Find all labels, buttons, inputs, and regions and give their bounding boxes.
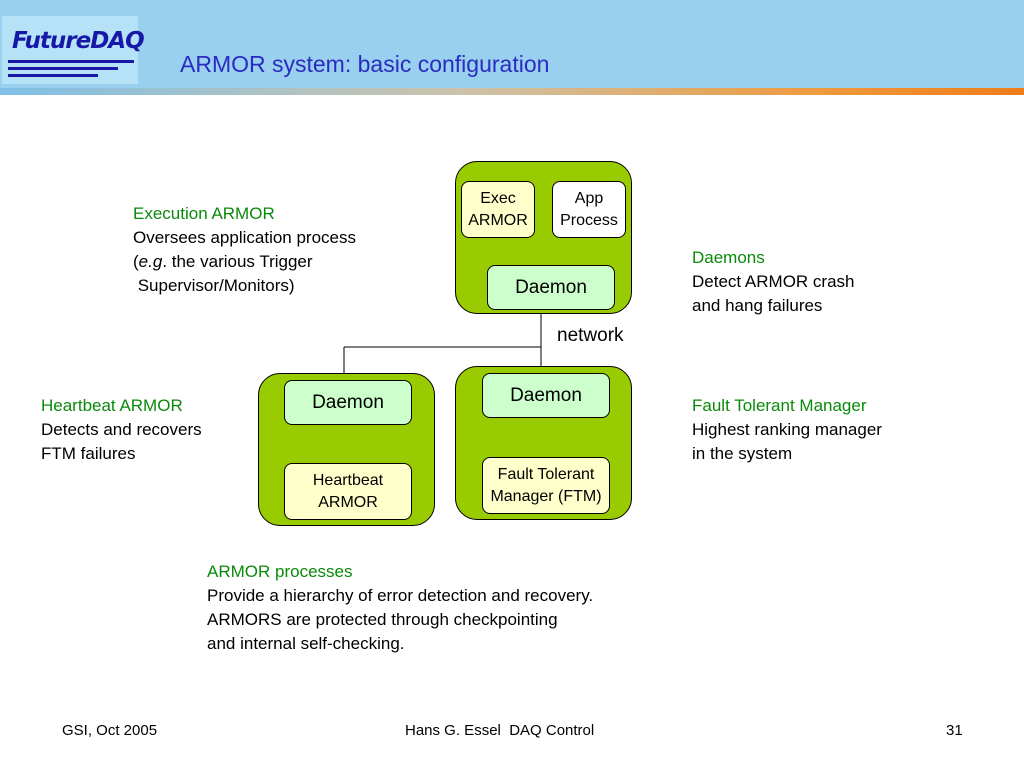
ftm-line1: Fault Tolerant bbox=[497, 465, 595, 483]
logo-underline bbox=[8, 60, 134, 63]
heartbeat-armor-note: Heartbeat ARMOR Detects and recovers FTM… bbox=[41, 394, 202, 466]
armor-processes-line1: Provide a hierarchy of error detection a… bbox=[207, 586, 594, 605]
top-daemon-label: Daemon bbox=[515, 276, 587, 298]
slide-header: FutureDAQ ARMOR system: basic configurat… bbox=[0, 0, 1024, 88]
execution-armor-note: Execution ARMOR Oversees application pro… bbox=[133, 202, 356, 298]
execution-armor-eg: e.g bbox=[138, 252, 163, 271]
execution-armor-line2: (e.g. the various Trigger bbox=[133, 252, 313, 271]
daemons-line1: Detect ARMOR crash bbox=[692, 272, 855, 291]
app-process-line1: App bbox=[574, 189, 604, 207]
armor-processes-line3: and internal self-checking. bbox=[207, 634, 405, 653]
daemons-note: Daemons Detect ARMOR crash and hang fail… bbox=[692, 246, 855, 318]
heartbeat-armor-heading: Heartbeat ARMOR bbox=[41, 396, 183, 415]
left-daemon-label: Daemon bbox=[312, 391, 384, 413]
heartbeat-armor-line1: Heartbeat bbox=[312, 471, 384, 489]
top-daemon-box: Daemon bbox=[487, 265, 615, 310]
logo-text: FutureDAQ bbox=[12, 28, 145, 54]
network-label: network bbox=[557, 325, 624, 346]
daemons-heading: Daemons bbox=[692, 248, 765, 267]
futuredaq-logo: FutureDAQ bbox=[2, 16, 145, 84]
ftm-line2: Manager (FTM) bbox=[490, 487, 602, 505]
armor-processes-line2: ARMORS are protected through checkpointi… bbox=[207, 610, 558, 629]
footer-page-number: 31 bbox=[946, 722, 963, 739]
footer-date: GSI, Oct 2005 bbox=[62, 722, 158, 739]
app-process-line2: Process bbox=[560, 211, 618, 229]
ftm-heading: Fault Tolerant Manager bbox=[692, 396, 867, 415]
execution-armor-heading: Execution ARMOR bbox=[133, 204, 275, 223]
right-daemon-label: Daemon bbox=[510, 384, 582, 406]
execution-armor-line1: Oversees application process bbox=[133, 228, 357, 247]
ftm-note: Fault Tolerant Manager Highest ranking m… bbox=[692, 394, 882, 466]
armor-processes-note: ARMOR processes Provide a hierarchy of e… bbox=[207, 560, 593, 656]
logo-underline bbox=[8, 74, 98, 77]
exec-armor-box: Exec ARMOR bbox=[461, 181, 535, 238]
right-daemon-box: Daemon bbox=[482, 373, 610, 418]
ftm-note-line2: in the system bbox=[692, 444, 793, 463]
heartbeat-armor-box: Heartbeat ARMOR bbox=[284, 463, 412, 520]
footer-author: Hans G. Essel DAQ Control bbox=[405, 722, 595, 739]
left-daemon-box: Daemon bbox=[284, 380, 412, 425]
armor-processes-heading: ARMOR processes bbox=[207, 562, 353, 581]
heartbeat-armor-line2: ARMOR bbox=[318, 493, 378, 511]
logo-underline bbox=[8, 67, 118, 70]
execution-armor-line3: Supervisor/Monitors) bbox=[133, 276, 295, 295]
exec-armor-line2: ARMOR bbox=[468, 211, 528, 229]
exec-armor-line1: Exec bbox=[480, 189, 516, 207]
title-divider bbox=[0, 88, 1024, 95]
daemons-line2: and hang failures bbox=[692, 296, 823, 315]
slide-title: ARMOR system: basic configuration bbox=[180, 51, 550, 77]
heartbeat-armor-note-line2: FTM failures bbox=[41, 444, 136, 463]
network-lines bbox=[343, 314, 542, 373]
heartbeat-armor-note-line1: Detects and recovers bbox=[41, 420, 202, 439]
app-process-box: App Process bbox=[552, 181, 626, 238]
ftm-note-line1: Highest ranking manager bbox=[692, 420, 882, 439]
ftm-box: Fault Tolerant Manager (FTM) bbox=[482, 457, 610, 514]
